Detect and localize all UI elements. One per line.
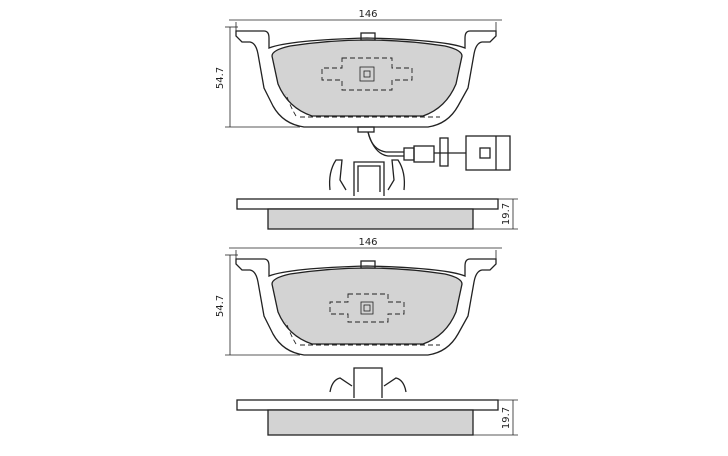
top-spring-clip [328,159,406,196]
top-spring-center [353,161,385,196]
bottom-notch [360,260,376,269]
top-brake-pad-side-view [236,198,499,230]
top-notch [360,32,376,41]
wear-sensor-connector-pin [479,147,491,159]
bottom-dimensions: 146 54.7 19.7 [215,237,518,436]
top-backing-plate [235,30,497,128]
bottom-side-backing-plate [236,399,499,411]
wear-sensor-grommet [413,145,435,163]
wear-sensor-wire [367,131,404,153]
bottom-thickness-label: 19.7 [501,407,512,429]
wear-sensor-sleeve [403,147,415,161]
bottom-center-clip [360,301,374,315]
bottom-mounting-feature [329,293,405,323]
bottom-center-clip-inner [363,304,371,312]
top-friction-material [271,39,463,117]
top-side-friction [267,208,474,230]
bottom-spring-clip [329,367,407,398]
bottom-brake-pad-side-view [236,399,499,436]
bottom-spring-center [353,367,383,398]
top-wear-limit-line [285,93,297,117]
wear-sensor [367,131,511,171]
bottom-backing-plate [235,258,497,356]
top-sensor-stud [357,126,375,133]
top-spring-right [387,159,406,191]
bottom-width-label: 146 [358,237,377,248]
top-height-label: 54.7 [215,67,226,89]
top-brake-pad-front-view [235,30,497,133]
top-spring-center-inner [357,165,381,192]
bottom-wear-limit-line [285,321,297,345]
bottom-friction-material [271,267,463,345]
wear-sensor-wire-2 [367,131,404,157]
bottom-height-label: 54.7 [215,295,226,317]
bottom-spring-right [383,377,407,393]
bottom-spring-left [329,377,353,393]
top-side-backing-plate [236,198,499,210]
bottom-side-friction [267,409,474,436]
top-dimensions: 146 54.7 19.7 [215,9,518,230]
top-width-label: 146 [358,9,377,20]
top-center-clip-inner [363,70,371,78]
top-thickness-label: 19.7 [501,203,512,225]
top-spring-left [328,159,347,191]
top-center-clip [359,66,375,82]
wear-sensor-connector [465,135,511,171]
wear-sensor-clip [439,137,449,167]
top-mounting-feature [321,57,413,91]
bottom-brake-pad-front-view [235,258,497,356]
